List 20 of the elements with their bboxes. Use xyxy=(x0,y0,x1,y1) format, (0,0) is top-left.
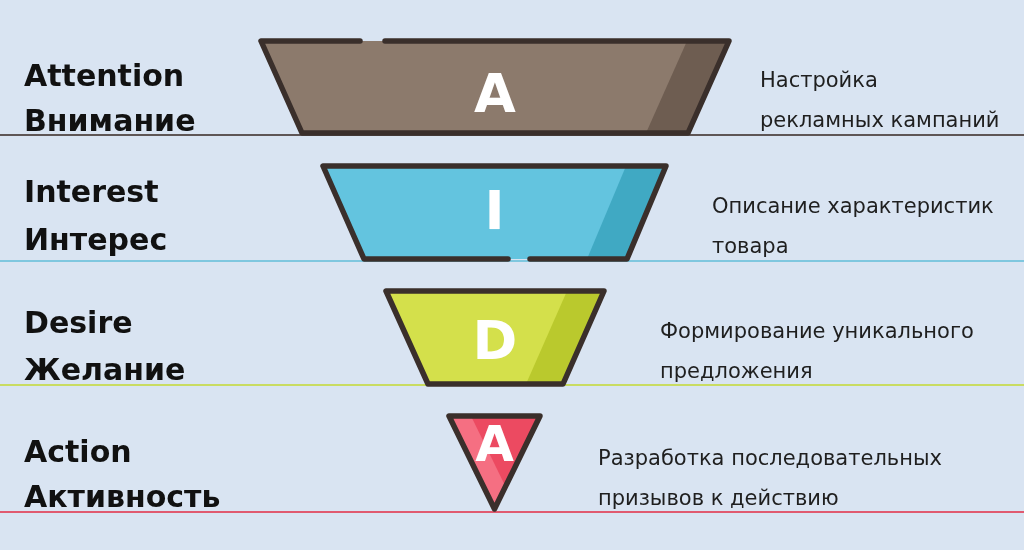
stage-letter: A xyxy=(474,67,516,121)
stage-name-translation: Желание xyxy=(24,352,186,388)
stage-description: Формирование уникального предложения xyxy=(660,318,975,385)
stage-letter: A xyxy=(475,419,514,469)
stage-letter: D xyxy=(472,314,518,368)
funnel-segment xyxy=(258,38,732,136)
stage-name: Desire xyxy=(24,305,133,341)
stage-name: Attention xyxy=(24,58,185,94)
stage-description: Разработка последовательных призывов к действию xyxy=(598,445,943,512)
funnel-segment xyxy=(383,288,607,387)
funnel-segment xyxy=(320,163,669,262)
stage-description: Настройка рекламных кампаний xyxy=(760,67,1001,134)
stage-description: Описание характеристик товара xyxy=(712,193,995,260)
stage-name-translation: Внимание xyxy=(24,103,196,139)
stage-name-translation: Активность xyxy=(24,479,221,515)
stage-name: Interest xyxy=(24,174,159,210)
stage-letter: I xyxy=(484,184,505,238)
stage-name: Action xyxy=(24,434,132,470)
stage-name-translation: Интерес xyxy=(24,222,168,258)
funnel-tip xyxy=(446,413,543,512)
